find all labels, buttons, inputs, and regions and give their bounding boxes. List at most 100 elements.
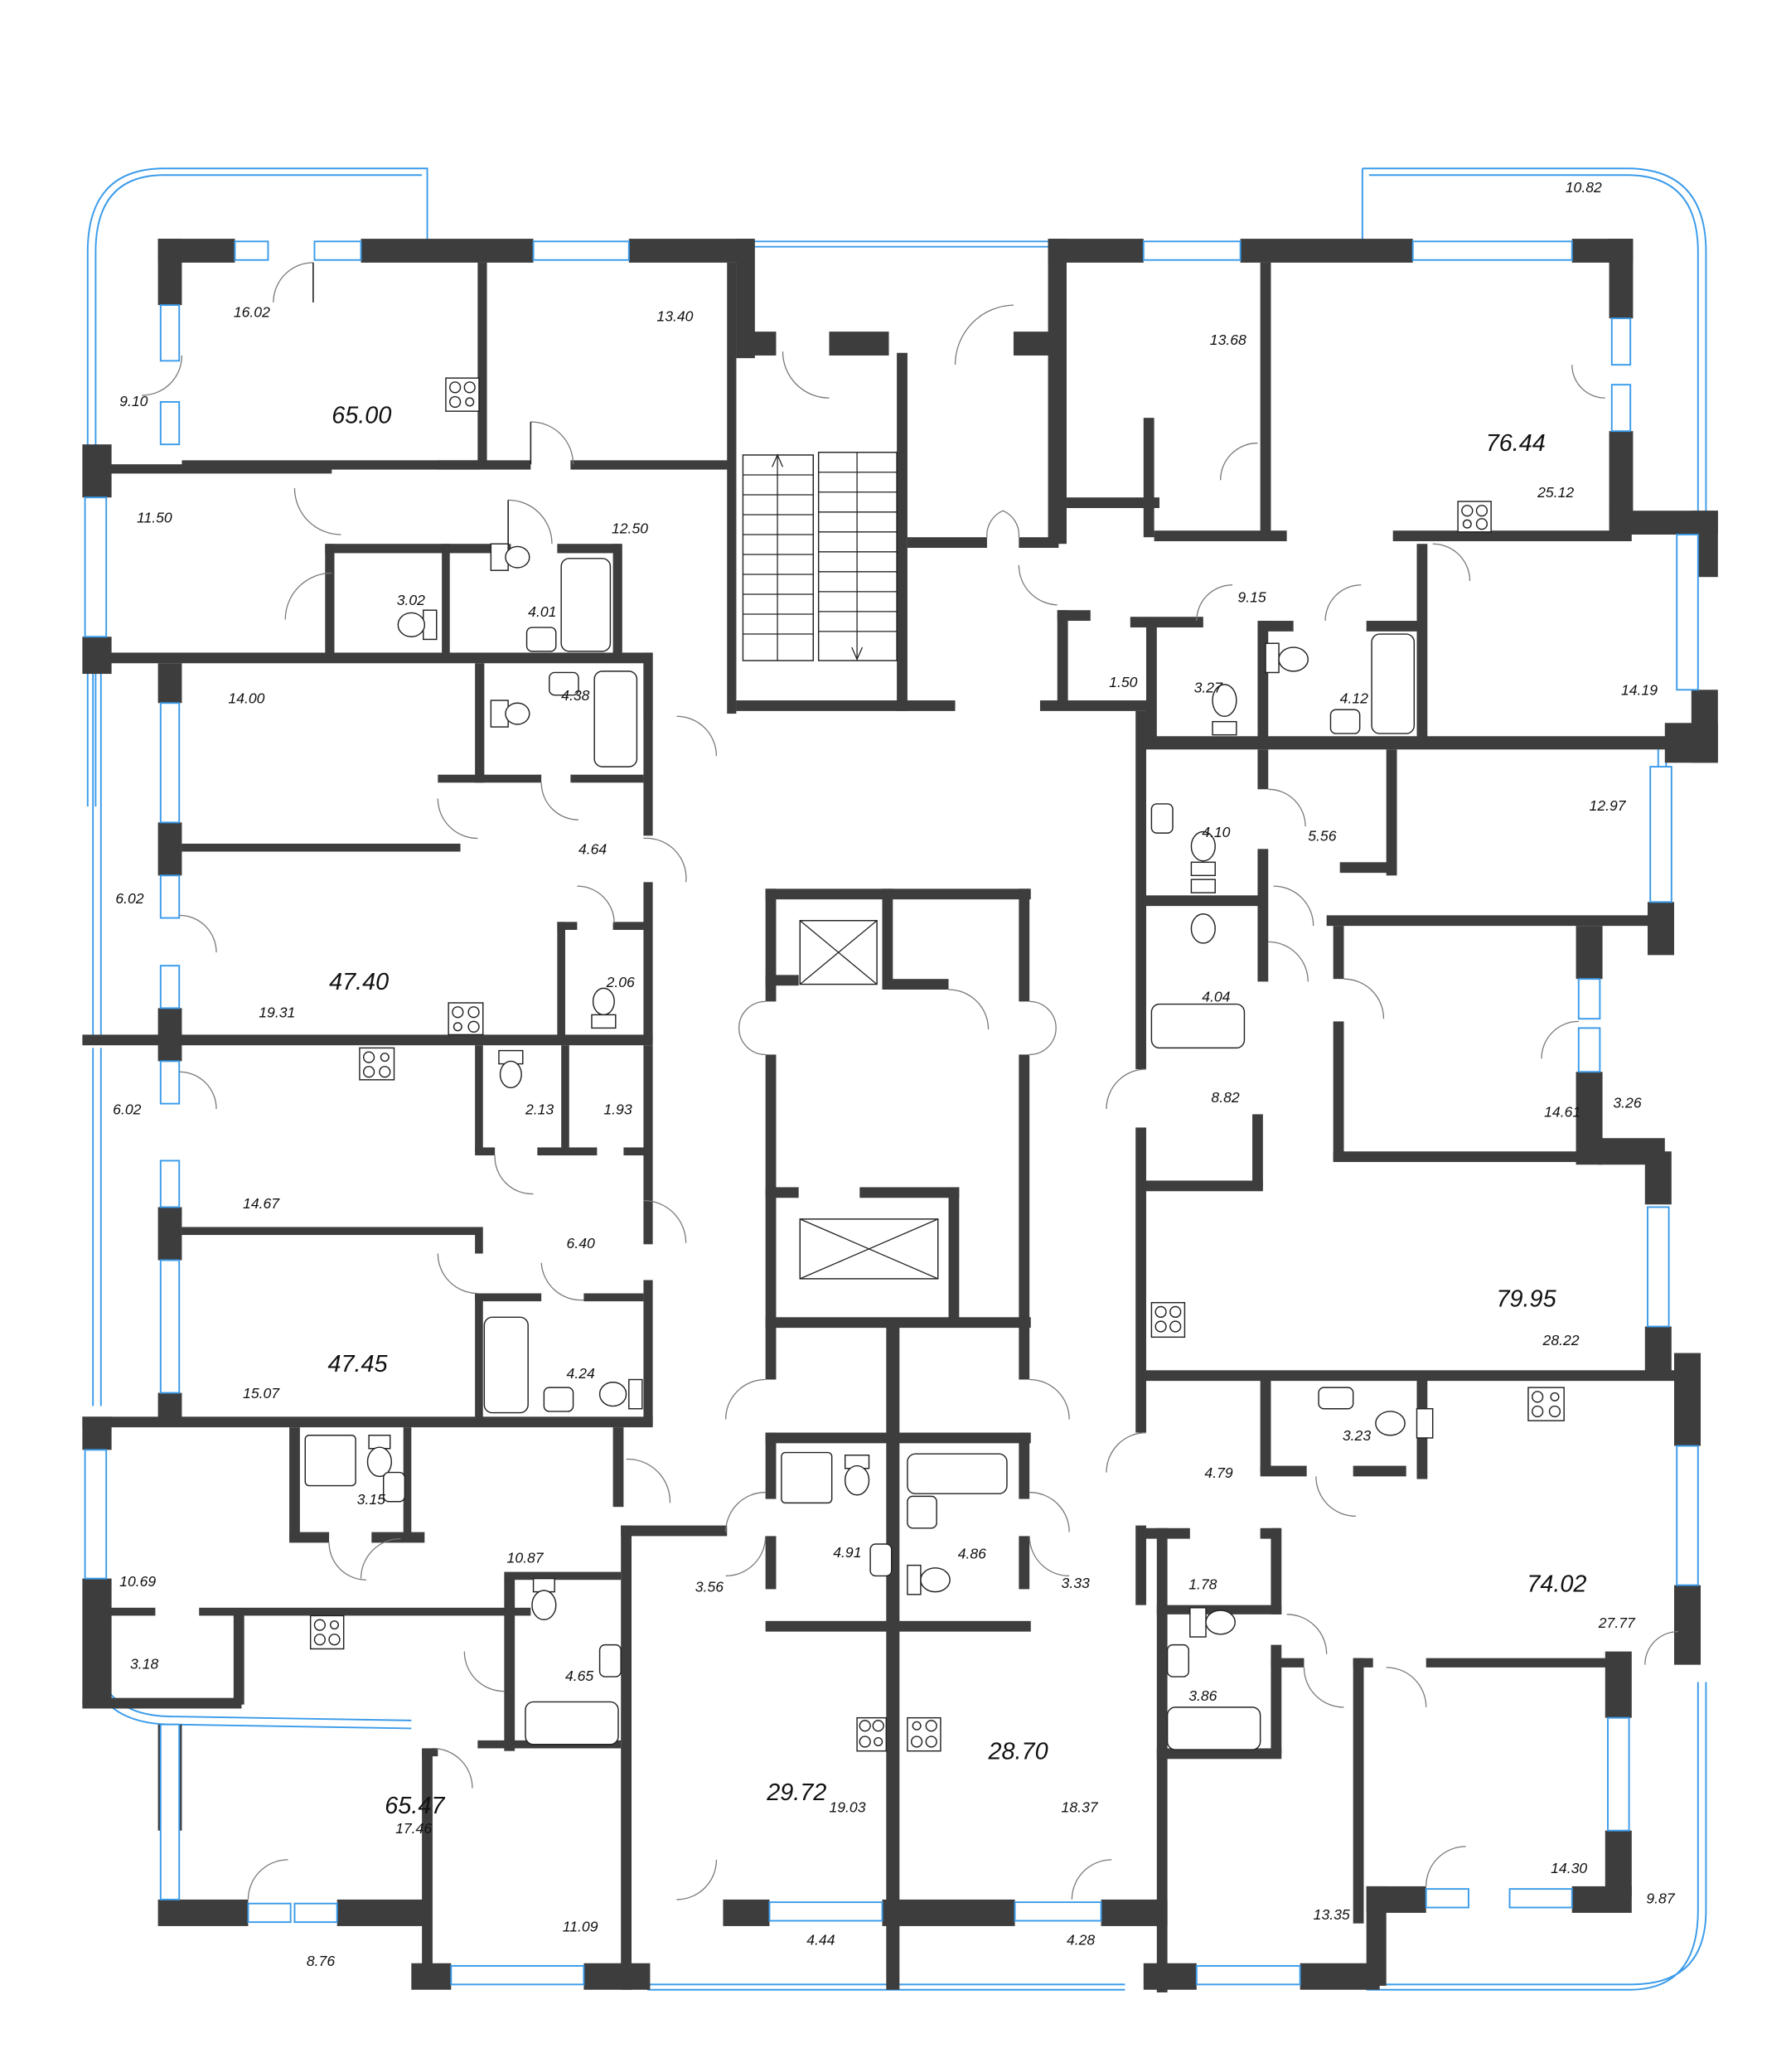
elevator-1	[799, 920, 878, 985]
stove-icon	[1527, 1387, 1565, 1421]
room-area: 4.01	[528, 603, 556, 620]
shower-icon	[304, 1435, 356, 1487]
apartment-area-47-45: 47.45	[327, 1351, 388, 1377]
bathtub-icon	[1371, 633, 1416, 734]
sink-icon	[1329, 709, 1361, 734]
stove-icon	[907, 1716, 941, 1752]
toilet-icon	[498, 1049, 524, 1089]
apartment-area-29-72: 29.72	[766, 1779, 826, 1806]
down-arrow-icon	[851, 646, 864, 661]
room-area: 8.82	[1211, 1089, 1239, 1106]
toilet-icon	[1190, 830, 1216, 877]
sink-icon	[543, 1387, 574, 1412]
room-area: 4.91	[833, 1544, 861, 1561]
apartment-area-65-47: 65.47	[385, 1793, 445, 1819]
sink-icon	[907, 1495, 937, 1529]
sink-icon	[598, 1644, 622, 1677]
room-area: 1.50	[1109, 674, 1137, 690]
apartment-area-65-00: 65.00	[332, 403, 391, 429]
room-area: 10.87	[507, 1549, 545, 1566]
doors	[142, 262, 1678, 1900]
room-area: 4.64	[578, 841, 607, 858]
room-area: 13.40	[656, 307, 693, 324]
bathtub-icon	[907, 1453, 1008, 1494]
room-area: 10.69	[119, 1573, 156, 1590]
up-arrow-icon	[772, 453, 784, 467]
fixtures	[304, 377, 1565, 1752]
toilet-icon	[598, 1378, 643, 1410]
balcony-area: 3.26	[1613, 1094, 1641, 1111]
sink-icon	[869, 1543, 893, 1577]
balcony-area: 9.87	[1646, 1890, 1675, 1907]
stove-icon	[856, 1716, 888, 1752]
staircase	[742, 452, 898, 661]
room-area: 3.02	[397, 592, 425, 608]
stove-icon	[1150, 1301, 1186, 1339]
shower-icon	[781, 1451, 833, 1504]
room-area: 4.12	[1340, 690, 1368, 706]
toilet-icon	[397, 609, 438, 641]
stove-icon	[309, 1615, 345, 1650]
room-area: 11.50	[137, 510, 172, 526]
toilet-icon	[907, 1564, 951, 1595]
room-area: 4.24	[567, 1365, 595, 1382]
room-area: 4.86	[958, 1546, 986, 1562]
windows	[84, 240, 1699, 1986]
apartment-area-74-02: 74.02	[1527, 1571, 1586, 1598]
balcony-area: 4.44	[806, 1931, 835, 1948]
toilet-icon	[1189, 1607, 1236, 1638]
room-area: 18.37	[1062, 1798, 1099, 1815]
room-area: 14.19	[1621, 682, 1658, 699]
apartment-area-79-95: 79.95	[1497, 1286, 1557, 1313]
room-area: 13.68	[1210, 332, 1246, 348]
stove-icon	[359, 1047, 395, 1081]
bathtub-icon	[560, 558, 612, 652]
room-area: 14.30	[1551, 1860, 1587, 1876]
room-area: 3.56	[695, 1579, 724, 1595]
sink-icon	[1150, 803, 1174, 834]
bathtub-icon	[1166, 1706, 1261, 1750]
room-area: 9.15	[1237, 589, 1266, 606]
room-area: 4.04	[1202, 988, 1230, 1005]
room-area: 4.10	[1202, 824, 1230, 840]
toilet-icon	[366, 1435, 393, 1478]
toilet-icon	[591, 987, 617, 1029]
room-area: 3.86	[1188, 1687, 1217, 1704]
toilet-icon	[1375, 1408, 1434, 1439]
stove-icon	[445, 377, 480, 412]
bathtub-icon	[1150, 1003, 1246, 1049]
room-area: 12.50	[612, 520, 648, 536]
room-area: 4.38	[561, 687, 589, 704]
room-area: 3.33	[1062, 1575, 1090, 1591]
room-area: 28.22	[1542, 1332, 1580, 1348]
room-area: 11.09	[563, 1918, 598, 1934]
room-area: 5.56	[1308, 828, 1336, 845]
room-area: 3.15	[357, 1491, 385, 1508]
balcony-area: 4.28	[1067, 1931, 1095, 1948]
room-area: 15.07	[243, 1385, 280, 1402]
room-area: 14.61	[1544, 1104, 1580, 1121]
room-area: 16.02	[234, 304, 270, 321]
sink-icon	[1318, 1387, 1354, 1410]
elevator-2	[799, 1218, 939, 1280]
apartment-area-28-70: 28.70	[988, 1738, 1048, 1765]
room-area: 13.35	[1314, 1906, 1350, 1923]
bathtub-icon	[525, 1701, 619, 1745]
room-area: 3.23	[1343, 1427, 1371, 1444]
room-area: 14.00	[228, 690, 264, 706]
sink-icon	[549, 671, 579, 696]
toilet-icon	[1190, 879, 1216, 944]
apartment-area-47-40: 47.40	[329, 969, 389, 995]
balcony-area: 10.82	[1566, 179, 1602, 196]
room-area: 2.06	[606, 974, 635, 990]
room-area: 14.67	[243, 1195, 280, 1212]
room-area: 17.46	[395, 1820, 432, 1837]
room-area: 12.97	[1590, 797, 1627, 814]
toilet-icon	[1212, 684, 1237, 736]
bathtub-icon	[483, 1316, 529, 1414]
balcony-area: 6.02	[113, 1101, 141, 1117]
room-area: 4.65	[565, 1668, 593, 1684]
sink-icon	[382, 1471, 406, 1503]
room-area: 1.93	[603, 1101, 632, 1117]
